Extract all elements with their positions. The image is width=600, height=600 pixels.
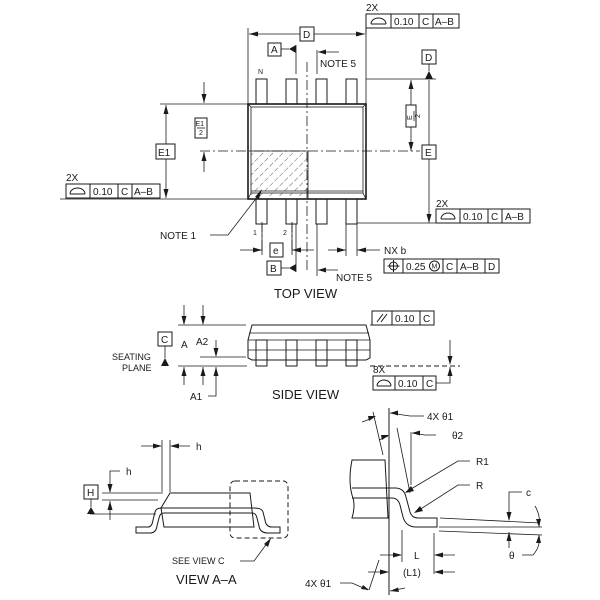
dim-c: c	[526, 488, 531, 499]
datum-a-label: A	[271, 45, 278, 56]
pin-label-1: 1	[253, 230, 257, 237]
dim-r1: R1	[476, 457, 489, 468]
svg-text:C: C	[423, 314, 430, 325]
dim-h-top: h	[196, 442, 202, 453]
top-view: N 1 2 D A NOTE 5 2X 0.10	[60, 3, 531, 301]
pin-bottom-1	[255, 198, 268, 225]
fcf-right: 0.10 C A–B	[435, 208, 531, 224]
pin-top-2	[285, 78, 298, 105]
pin-bottom-4	[345, 198, 358, 225]
side-view: A A2 A1 C SEATING PLANE 0.10 C 8X	[112, 305, 460, 403]
profile-of-line-icon	[376, 379, 392, 387]
pin-label-n: N	[258, 69, 263, 76]
pin1-index-area	[251, 151, 308, 196]
svg-text:C: C	[121, 187, 128, 198]
svg-text:A–B: A–B	[435, 17, 454, 28]
svg-text:D: D	[488, 262, 495, 273]
dim-a2: A2	[196, 337, 209, 348]
view-a-a: h h H SEE VIEW C VIEW A–A	[83, 440, 289, 587]
mmc-modifier-icon	[429, 260, 440, 272]
dim-e1: E1	[158, 148, 171, 159]
fcf-left-multiplier: 2X	[66, 173, 79, 184]
dim-l: L	[414, 551, 420, 562]
dim-nx-b: NX b	[384, 246, 407, 257]
side-body	[247, 324, 371, 361]
pin-bottom-2	[285, 198, 298, 225]
fcf-leads: 0.10 C	[372, 375, 437, 391]
section-body	[160, 492, 255, 528]
datum-c-label: C	[161, 335, 168, 346]
svg-text:C: C	[426, 379, 433, 390]
seating-plane-label-2: PLANE	[122, 363, 152, 373]
pin-label-2: 2	[283, 230, 287, 237]
dim-l1: (L1)	[403, 568, 421, 579]
dim-theta2: θ2	[452, 431, 464, 442]
dim-theta1-top: 4X θ1	[427, 412, 454, 423]
dim-a: A	[181, 340, 188, 351]
top-pins	[255, 78, 358, 105]
fcf-top-right: 0.10 C A–B	[365, 13, 460, 29]
svg-text:A–B: A–B	[460, 262, 479, 273]
svg-text:0.10: 0.10	[395, 314, 415, 325]
note1: NOTE 1	[160, 231, 197, 242]
svg-text:0.25: 0.25	[406, 262, 426, 273]
svg-text:0.10: 0.10	[93, 187, 113, 198]
view-a-a-title: VIEW A–A	[176, 572, 237, 587]
bottom-pins	[255, 198, 358, 225]
note5-top: NOTE 5	[320, 59, 357, 70]
parallelism-icon	[376, 313, 388, 323]
fcf-right-multiplier: 2X	[436, 199, 449, 210]
profile-of-line-icon	[69, 187, 86, 195]
dim-theta1-bottom: 4X θ1	[305, 579, 332, 590]
dim-e: E	[425, 148, 432, 159]
profile-of-line-icon	[370, 17, 387, 25]
svg-text:0.10: 0.10	[398, 379, 418, 390]
side-view-title: SIDE VIEW	[272, 387, 340, 402]
note5-bottom: NOTE 5	[336, 273, 373, 284]
svg-text:C: C	[491, 212, 498, 223]
svg-text:M: M	[432, 264, 438, 271]
view-c-detail: 4X θ1 θ2 R1 R c θ L	[305, 408, 543, 595]
dim-e-pitch: e	[273, 246, 279, 257]
pin-bottom-3	[315, 198, 328, 225]
dim-theta: θ	[509, 551, 515, 562]
fcf-left: 0.10 C A–B	[65, 183, 161, 199]
fcf-leads-multiplier: 8X	[373, 365, 386, 376]
svg-text:A–B: A–B	[505, 212, 524, 223]
svg-text:0.10: 0.10	[463, 212, 483, 223]
profile-of-line-icon	[440, 212, 456, 220]
svg-text:C: C	[446, 262, 453, 273]
svg-text:C: C	[422, 17, 429, 28]
position-icon	[387, 260, 400, 272]
see-view-c: SEE VIEW C	[172, 556, 225, 566]
fcf-position: 0.25 M C A–B D	[383, 258, 500, 274]
section-lead	[135, 507, 281, 534]
dim-h-left: h	[126, 467, 132, 478]
svg-text:A–B: A–B	[134, 187, 153, 198]
pin-top-4	[345, 78, 358, 105]
detail-lead	[352, 487, 438, 528]
dim-a1: A1	[190, 392, 203, 403]
datum-b-label: B	[270, 264, 277, 275]
dim-e-half-den: 2	[415, 114, 422, 118]
dim-e-half-num: E	[407, 115, 414, 120]
svg-text:0.10: 0.10	[394, 17, 414, 28]
seating-plane-label-1: SEATING	[112, 352, 151, 362]
dim-e1-half-den: 2	[199, 130, 203, 137]
fcf-parallelism: 0.10 C	[371, 310, 435, 326]
fcf-top-right-multiplier: 2X	[366, 3, 379, 14]
top-view-title: TOP VIEW	[274, 286, 338, 301]
datum-h-label: H	[87, 488, 94, 499]
pin-top-3	[315, 78, 328, 105]
pin-top-1	[255, 78, 268, 105]
dim-r: R	[476, 481, 483, 492]
dim-e1-half-num: E1	[196, 121, 205, 128]
dim-d: D	[303, 30, 310, 41]
datum-d-label: D	[425, 53, 432, 64]
